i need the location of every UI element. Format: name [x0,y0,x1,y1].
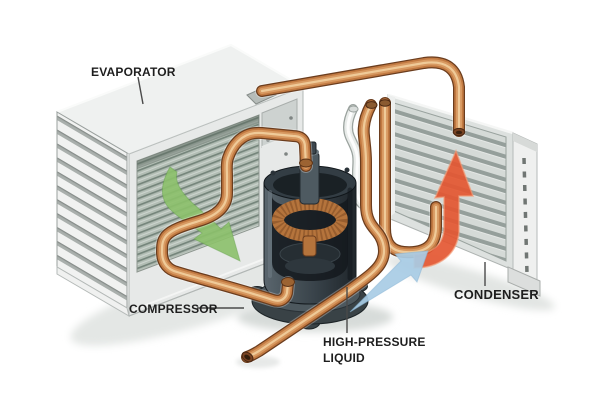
pipe-suction-loop [162,133,313,301]
pipe-liquid-line [240,102,384,364]
blue-liquid-flow-arrow [349,250,429,313]
label-evaporator: EVAPORATOR [91,65,176,79]
label-high-pressure-line2: LIQUID [323,351,365,365]
condenser-foot [507,266,541,297]
label-compressor: COMPRESSOR [129,302,218,316]
pipe-auxiliary [348,106,362,204]
evaporator-leader-line [137,76,144,105]
label-high-pressure-line1: HIGH-PRESSURE [323,335,426,349]
label-condenser: CONDENSER [454,287,539,302]
red-hot-gas-arrow [413,149,475,269]
pipe-condenser-loop [380,100,437,252]
compressor-graphic [246,141,369,330]
leader-lines [137,76,486,333]
pipe-overhead [262,62,465,135]
label-high-pressure-liquid: HIGH-PRESSURE LIQUID [323,334,426,366]
